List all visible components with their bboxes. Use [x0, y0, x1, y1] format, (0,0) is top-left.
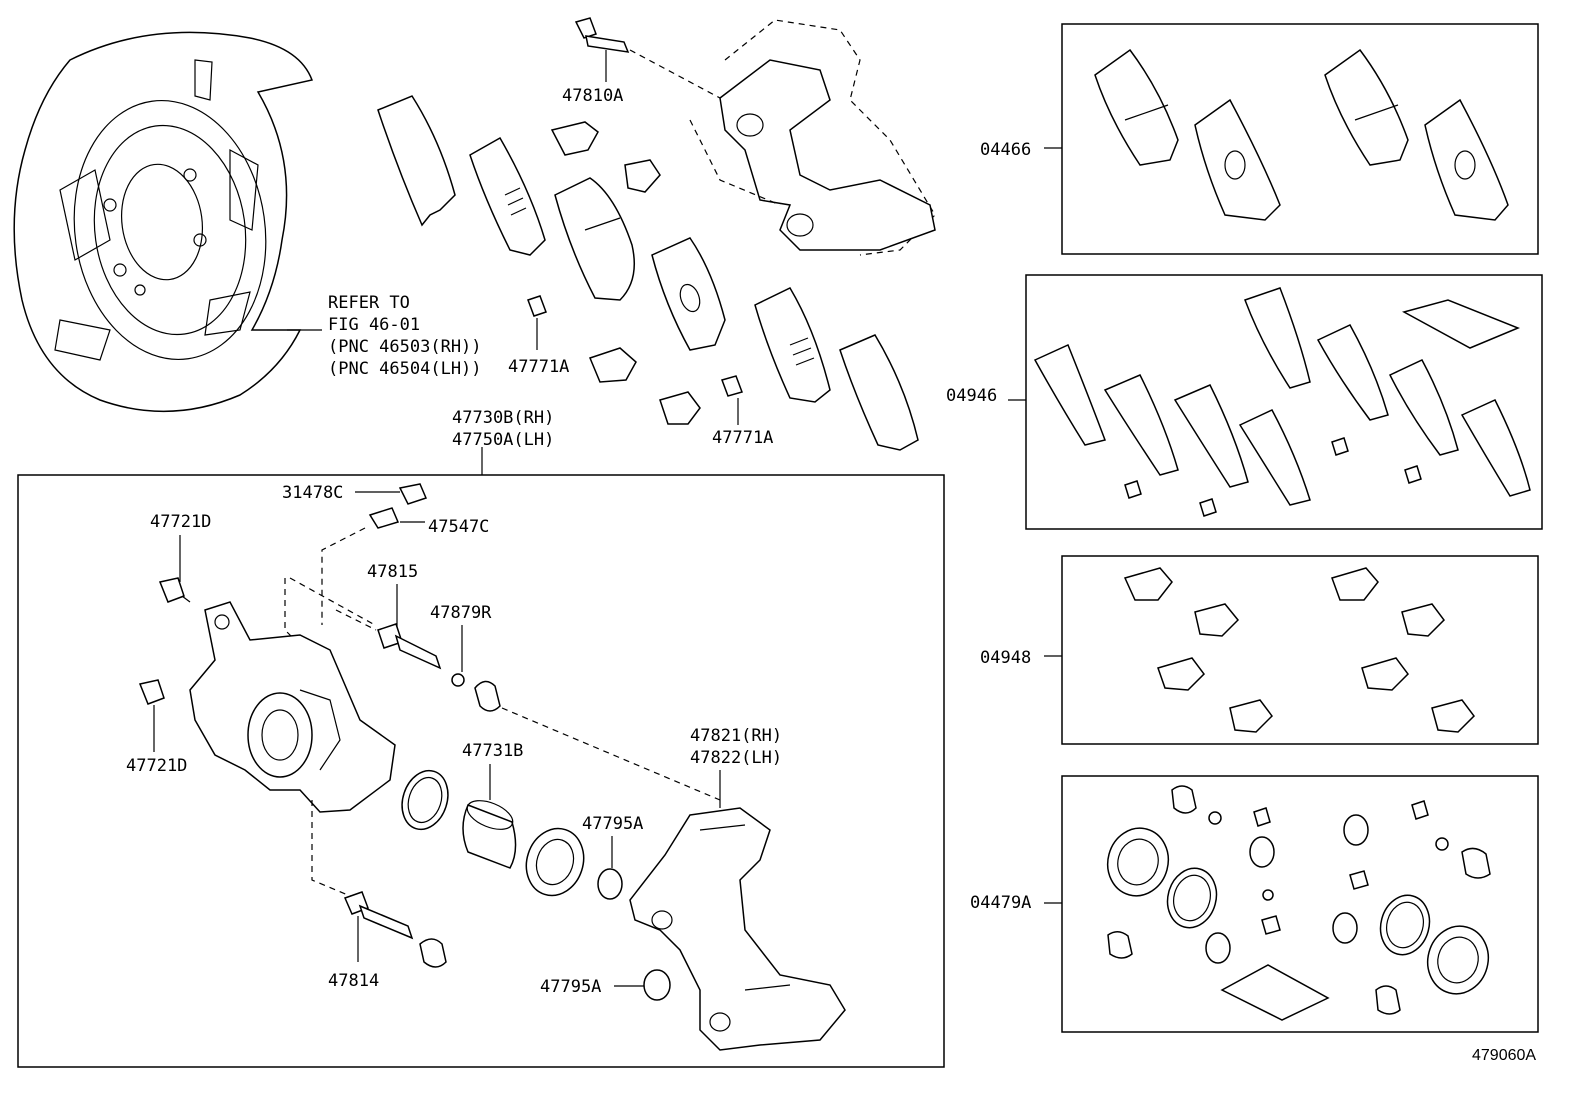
dust-shield: [13, 31, 322, 413]
label-04479A: 04479A: [970, 893, 1031, 913]
kit-04946-shims: [1033, 287, 1531, 517]
label-47547C: 47547C: [428, 517, 489, 537]
reference-line-3: (PNC 46503(RH)): [328, 337, 482, 357]
reference-line-4: (PNC 46504(LH)): [328, 359, 482, 379]
top-caliper-bracket: [689, 19, 936, 256]
label-47750A: 47750A(LH): [452, 430, 554, 450]
reference-line-1: REFER TO: [328, 293, 410, 313]
caliper-pin-47814: 47814: [328, 891, 447, 991]
caliper-assembly-box: [17, 474, 945, 1068]
caliper-bleeder-parts: 31478C 47547C: [282, 483, 489, 625]
label-47795A-2: 47795A: [540, 977, 601, 997]
diagram-id: 479060A: [1472, 1047, 1536, 1064]
label-47822: 47822(LH): [690, 748, 782, 768]
label-47795A-1: 47795A: [582, 814, 643, 834]
top-clips: 47771A 47771A: [508, 121, 773, 448]
label-47721D-top: 47721D: [150, 512, 211, 532]
kit-04479A-seals: [1106, 785, 1491, 1021]
kit-04466-pads: [1094, 48, 1509, 221]
caliper-mount-bracket: 47821(RH) 47822(LH) 47795A: [540, 726, 846, 1051]
kit-box-04479A: [1061, 775, 1539, 1033]
label-47814: 47814: [328, 971, 379, 991]
kit-box-04948: [1061, 555, 1539, 745]
label-04948: 04948: [980, 648, 1031, 668]
caliper-body: [189, 577, 396, 899]
top-brake-pads: [554, 177, 919, 451]
label-47815: 47815: [367, 562, 418, 582]
reference-line-2: FIG 46-01: [328, 315, 420, 335]
label-47821: 47821(RH): [690, 726, 782, 746]
kit-04948-clips: [1123, 567, 1475, 733]
top-shims: [377, 95, 546, 256]
label-47730B: 47730B(RH): [452, 408, 554, 428]
label-31478C: 31478C: [282, 483, 343, 503]
label-47771A-2: 47771A: [712, 428, 773, 448]
label-47731B: 47731B: [462, 741, 523, 761]
label-47810A: 47810A: [562, 86, 623, 106]
reference-note: REFER TO FIG 46-01 (PNC 46503(RH)) (PNC …: [328, 293, 482, 379]
caliper-piston-parts: 47731B 47795A: [401, 741, 643, 900]
label-04466: 04466: [980, 140, 1031, 160]
caliper-pin-47815: 47815 47879R: [335, 562, 721, 801]
kit-box-04466: [1061, 23, 1539, 255]
label-04946: 04946: [946, 386, 997, 406]
label-47879R: 47879R: [430, 603, 492, 623]
top-bolt-47810A: 47810A: [562, 17, 721, 106]
label-47721D-bottom: 47721D: [126, 756, 187, 776]
caliper-bolts-47721D: 47721D 47721D: [126, 512, 211, 776]
label-47771A-1: 47771A: [508, 357, 569, 377]
kit-box-04946: [1025, 274, 1543, 530]
